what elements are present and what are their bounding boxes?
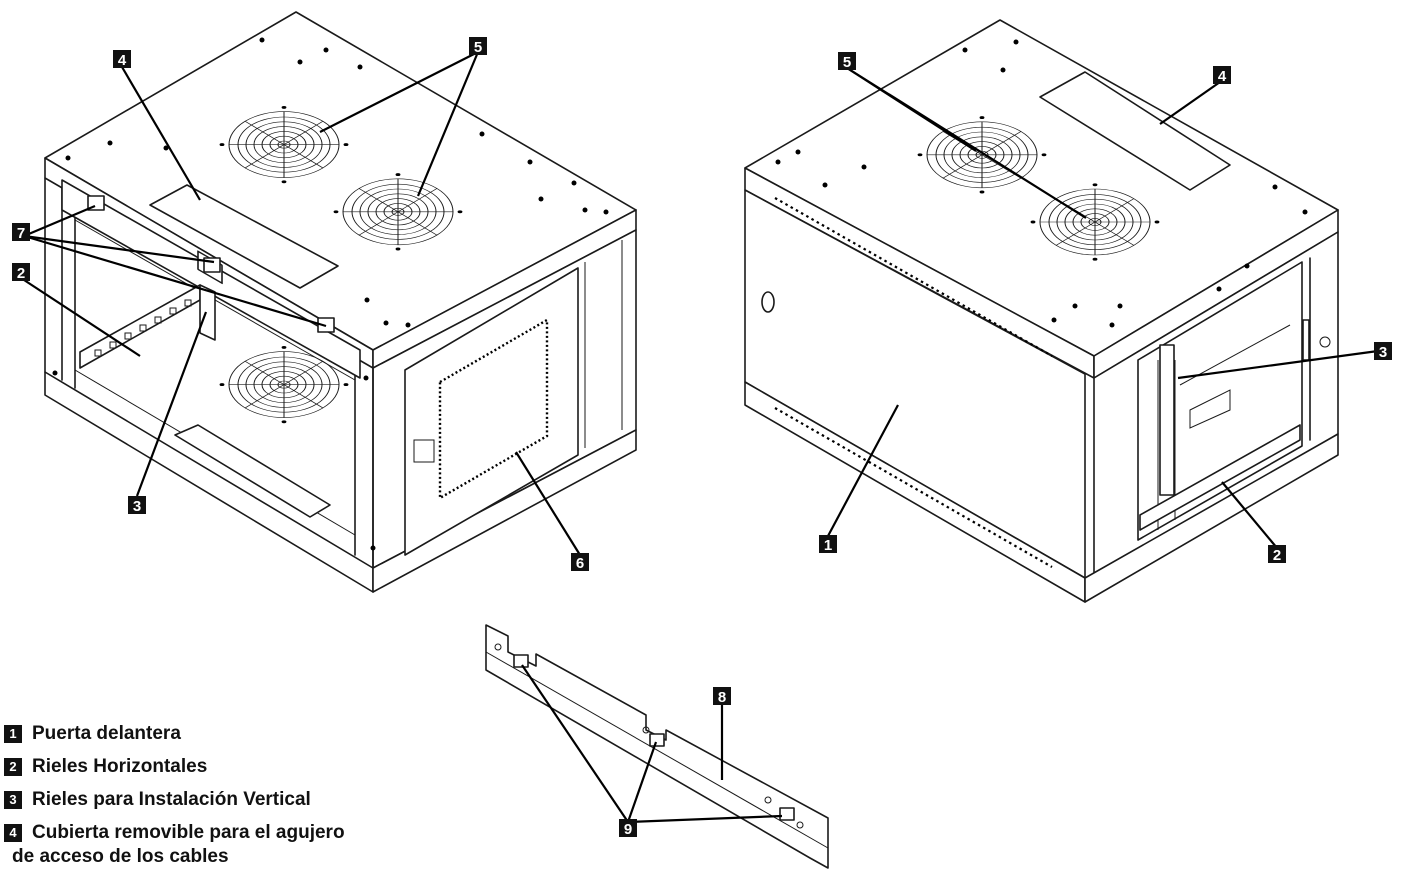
svg-text:1: 1 — [824, 537, 832, 554]
legend-text: Rieles para Instalación Vertical — [32, 789, 311, 810]
cabinet-left-vertical-rail — [199, 284, 216, 341]
legend: 1 Puerta delantera 2 Rieles Horizontales… — [4, 722, 424, 878]
legend-item-1: 1 Puerta delantera — [4, 722, 424, 746]
svg-text:4: 4 — [118, 52, 127, 69]
callout-3-right: 3 — [1374, 342, 1392, 361]
cabinet-left-door-lock — [413, 439, 435, 463]
legend-item-4: 4 Cubierta removible para el agujero de … — [4, 821, 424, 869]
cabinet-right-bottom-vents — [774, 407, 1053, 568]
cabinet-right-door-handle — [761, 291, 775, 313]
callout-1: 1 — [819, 535, 837, 554]
legend-number: 3 — [4, 791, 22, 809]
cabinet-right-horizontal-rail — [1139, 424, 1301, 531]
legend-number: 2 — [4, 758, 22, 776]
cabinet-right-cable-cover — [1039, 71, 1231, 191]
cabinet-left-bottom-plate — [174, 424, 331, 518]
wall-bracket-slot-2 — [649, 733, 665, 747]
svg-text:3: 3 — [133, 498, 141, 515]
svg-text:2: 2 — [1273, 547, 1281, 564]
cabinet-left-base — [44, 371, 374, 593]
callout-2-right: 2 — [1268, 545, 1286, 564]
legend-number: 4 — [4, 824, 22, 842]
svg-text:7: 7 — [17, 225, 25, 242]
callout-4-right: 4 — [1213, 66, 1231, 85]
cabinet-left-door-window — [438, 317, 549, 501]
cabinet-left-base-front — [372, 429, 637, 593]
legend-text: Cubierta removible para el agujero de ac… — [12, 822, 345, 867]
svg-text:5: 5 — [474, 39, 482, 56]
legend-item-3: 3 Rieles para Instalación Vertical — [4, 788, 424, 812]
wall-bracket-slot-1 — [513, 654, 529, 668]
cabinet-left-cable-cover — [149, 184, 339, 289]
legend-number: 1 — [4, 725, 22, 743]
callout-lines — [20, 51, 1379, 824]
callout-3-left: 3 — [128, 496, 146, 515]
cabinet-right-top-screws — [775, 39, 1308, 328]
svg-text:9: 9 — [624, 821, 632, 838]
callout-4-left: 4 — [113, 50, 131, 69]
callout-8: 8 — [713, 687, 731, 706]
callout-2-left: 2 — [12, 263, 30, 282]
callout-6: 6 — [571, 553, 589, 572]
svg-text:8: 8 — [718, 689, 726, 706]
svg-text:4: 4 — [1218, 68, 1227, 85]
callout-9: 9 — [619, 819, 637, 838]
cabinet-right-side-opening — [1137, 261, 1303, 541]
svg-text:3: 3 — [1379, 344, 1387, 361]
cabinet-right-vertical-rail — [1159, 344, 1175, 496]
cabinet-left-rail-holes — [94, 299, 192, 357]
cabinet-left-door — [404, 267, 579, 556]
legend-item-2: 2 Rieles Horizontales — [4, 755, 424, 779]
svg-text:6: 6 — [576, 555, 584, 572]
wall-bracket-slot-3 — [779, 807, 795, 821]
cabinet-left — [44, 11, 637, 593]
svg-text:5: 5 — [843, 54, 851, 71]
cabinet-right-top-vents — [774, 197, 1053, 357]
cabinet-left-crossbeam — [61, 179, 361, 379]
callout-7: 7 — [12, 223, 30, 242]
legend-text: Rieles Horizontales — [32, 756, 208, 777]
cabinet-right-base-side — [1084, 433, 1339, 603]
svg-text:2: 2 — [17, 265, 25, 282]
cabinet-right — [744, 19, 1339, 603]
callout-5-right: 5 — [838, 52, 856, 71]
callout-5-left: 5 — [469, 37, 487, 56]
cabinet-left-top-screws — [52, 37, 609, 551]
wall-bracket — [485, 624, 829, 869]
legend-text: Puerta delantera — [32, 723, 181, 744]
